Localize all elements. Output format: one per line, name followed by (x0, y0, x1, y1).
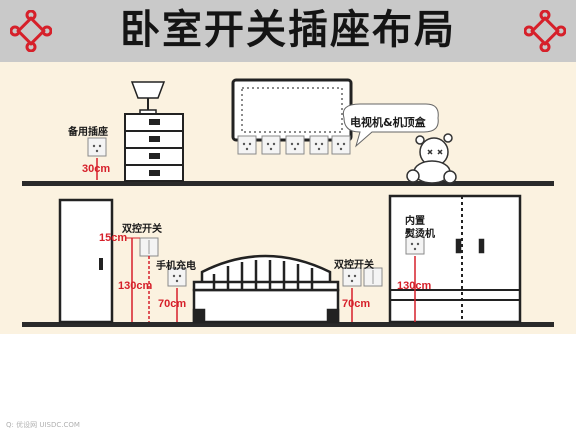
tv-label-bubble (342, 103, 439, 148)
tv-screen-icon (231, 78, 353, 142)
watermark: Q: 优设网 UISDC.COM (6, 421, 80, 429)
title-banner: 卧室开关插座布局 (0, 0, 576, 62)
double-switch-left-icon (139, 237, 159, 257)
chinese-knot-left-icon (10, 10, 52, 52)
right-switch-height: 70cm (342, 298, 371, 310)
built-in-label: 内置 (405, 216, 425, 227)
steamer-label: 熨烫机 (405, 229, 435, 240)
tv-socket-5-icon (331, 135, 351, 155)
phone-charge-label: 手机充电 (156, 261, 196, 272)
double-switch-right-label: 双控开关 (334, 260, 374, 271)
tv-socket-2-icon (261, 135, 281, 155)
spare-socket-label: 备用插座 (68, 127, 108, 138)
bedroom-door (58, 198, 114, 324)
tv-socket-1-icon (237, 135, 257, 155)
left-switch-top-height: 15cm (99, 232, 128, 244)
tv-socket-4-icon (309, 135, 329, 155)
tv-socket-3-icon (285, 135, 305, 155)
page-title: 卧室开关插座布局 (120, 7, 456, 53)
chinese-knot-right-icon (524, 10, 566, 52)
teddy-bear-icon (406, 133, 457, 184)
phone-charge-height: 70cm (158, 298, 187, 310)
wardrobe (388, 194, 522, 324)
wardrobe-socket-height: 130cm (397, 280, 432, 292)
bed (192, 254, 340, 324)
left-switch-height: 130cm (118, 280, 153, 292)
double-switch-left-label: 双控开关 (122, 224, 162, 235)
upper-floor-line (22, 181, 554, 186)
tv-box-label: 电视机&机顶盒 (350, 116, 426, 129)
spare-socket-height: 30cm (82, 163, 111, 175)
spare-socket-icon (87, 137, 107, 157)
chest-of-drawers (124, 113, 184, 182)
lower-floor-line (22, 322, 554, 327)
table-lamp-icon (130, 81, 166, 115)
